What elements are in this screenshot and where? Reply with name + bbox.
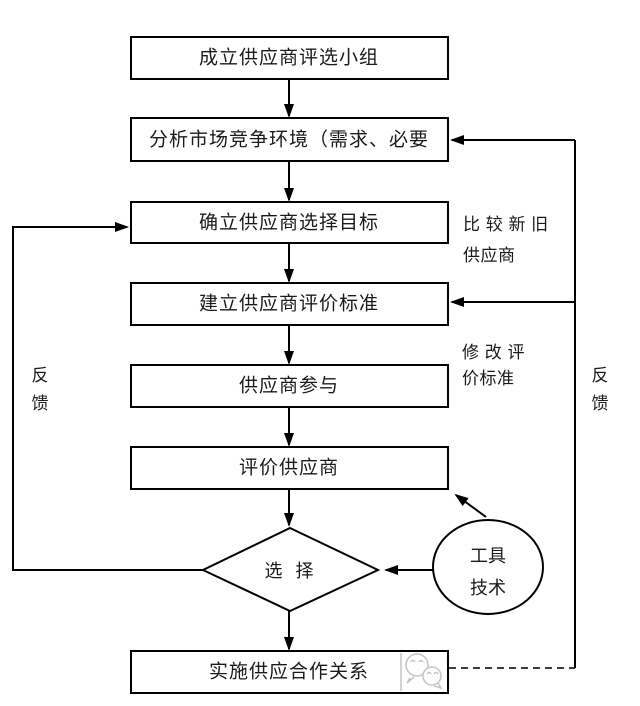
process-box-supplier-participation (130, 364, 449, 408)
watermark-bubble-large (405, 653, 429, 677)
process-label-evaluation-criteria: 建立供应商评价标准 (199, 293, 379, 315)
process-box-selection-goals (130, 201, 449, 244)
process-label-supplier-participation: 供应商参与 (239, 375, 339, 397)
annotation-compare-suppliers-line1: 比 较 新 旧 (463, 215, 549, 234)
decision-diamond-selection (200, 526, 381, 613)
feedback-left-label-char2: 馈 (32, 394, 49, 413)
arrow-tool-to-evaluate (454, 493, 487, 518)
connectors (12, 79, 576, 669)
side-annotations: 比 较 新 旧 供应商 修 改 评 价标准 反 馈 反 馈 (32, 215, 609, 413)
process-label-selection-goals: 确立供应商选择目标 (199, 212, 379, 234)
annotation-modify-criteria-line2: 价标准 (462, 369, 515, 388)
process-label-form-team: 成立供应商评选小组 (199, 47, 379, 69)
process-boxes: 成立供应商评选小组 分析市场竞争环境（需求、必要 确立供应商选择目标 建立供应商… (130, 36, 544, 694)
process-label-implement-cooperation: 实施供应合作关系 (209, 661, 369, 683)
process-box-analyze-market (130, 117, 449, 162)
wechat-watermark-icon (400, 653, 443, 691)
feedback-right-label-char1: 反 (592, 366, 609, 385)
decision-label-selection: 选 择 (264, 561, 317, 581)
watermark-bubble-large-eyes (410, 659, 424, 663)
process-box-evaluation-criteria (130, 282, 449, 326)
watermark-bubble-small-eyes (426, 671, 439, 675)
feedback-left-loop-line (12, 222, 203, 571)
feedback-left-label-char1: 反 (32, 366, 49, 385)
tool-label-line2: 技术 (470, 578, 506, 598)
watermark-bubble-small (422, 666, 442, 686)
tool-label-line1: 工具 (470, 546, 506, 566)
process-label-evaluate-supplier: 评价供应商 (239, 457, 339, 479)
process-box-implement-cooperation (130, 650, 449, 694)
annotation-modify-criteria-line1: 修 改 评 (462, 343, 525, 362)
feedback-right-label-char2: 馈 (592, 394, 609, 413)
process-box-form-team (130, 36, 449, 80)
process-label-analyze-market: 分析市场竞争环境（需求、必要 (149, 129, 429, 151)
watermark-bubble-small-tail (433, 682, 443, 690)
watermark-bubble-large-tail (406, 676, 415, 684)
tool-technique-circle (432, 519, 544, 615)
annotation-compare-suppliers-line2: 供应商 (463, 246, 516, 265)
process-box-evaluate-supplier (130, 446, 449, 490)
